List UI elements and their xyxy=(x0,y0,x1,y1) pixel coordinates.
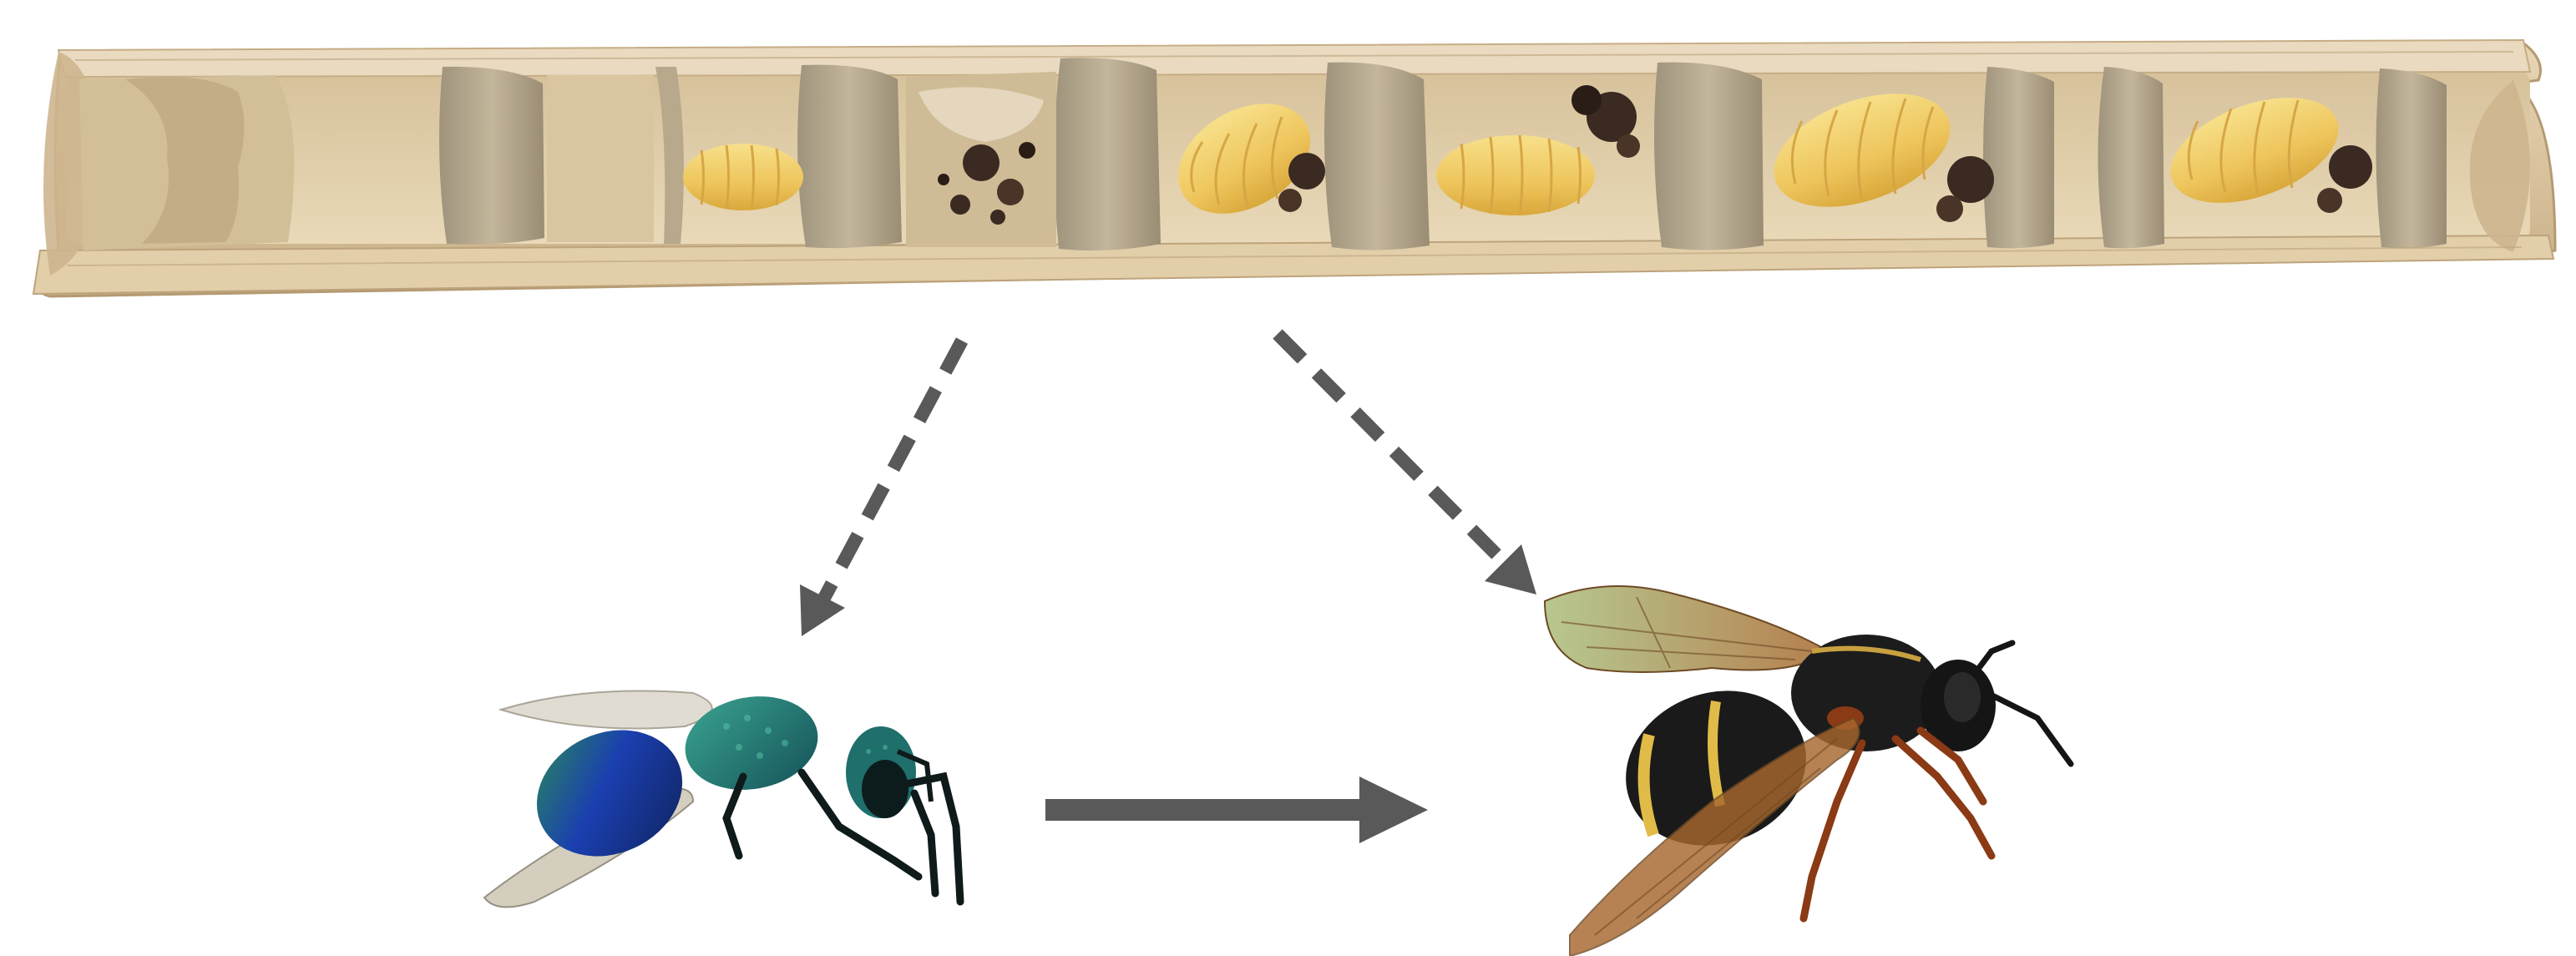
mud-plug xyxy=(1054,58,1161,250)
bamboo-nest xyxy=(33,40,2555,296)
larva xyxy=(683,144,803,210)
arrow-cuckoo-wasp-to-potter-wasp xyxy=(1045,776,1428,843)
arrow-nest-to-cuckoo-wasp xyxy=(800,341,962,636)
potter-wasp xyxy=(1545,586,2071,956)
arrow-nest-to-potter-wasp xyxy=(1278,334,1536,594)
cuckoo-wasp xyxy=(484,686,960,907)
cell-2-empty xyxy=(547,75,654,242)
mud-plug xyxy=(1983,67,2054,248)
cell-remains xyxy=(906,72,1056,247)
mud-plug xyxy=(2098,67,2165,248)
mud-plug xyxy=(439,67,544,245)
mud-plug xyxy=(1654,63,1764,250)
mud-plug xyxy=(2376,68,2447,248)
mud-plug xyxy=(797,65,902,249)
mud-plug xyxy=(1324,63,1430,250)
